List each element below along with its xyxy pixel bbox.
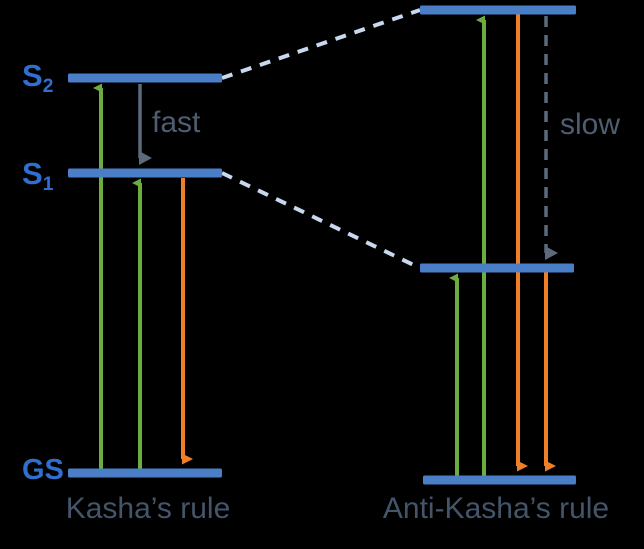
level-bar-gs-right	[423, 475, 576, 485]
panel-caption-kasha: Kasha’s rule	[65, 492, 231, 525]
level-label-gs: GS	[22, 454, 64, 486]
panel-caption-anti-kasha: Anti-Kasha’s rule	[382, 492, 610, 525]
rate-label-fast: fast	[152, 106, 201, 139]
connector-s1-to-lower	[221, 171, 421, 270]
level-bar-upper-right	[420, 5, 576, 15]
connector-s2-to-upper	[221, 8, 421, 80]
level-label-s1-text: S	[22, 156, 43, 191]
level-label-s1-subscript: 1	[42, 173, 54, 195]
panel-anti-kasha	[420, 5, 576, 485]
level-bar-s1	[68, 168, 222, 178]
level-label-s2: S2	[22, 58, 53, 96]
panel-kasha	[68, 73, 222, 478]
rate-label-slow: slow	[560, 108, 621, 141]
level-bar-gs-left	[68, 468, 222, 478]
level-label-s2-subscript: 2	[42, 75, 54, 97]
level-label-s2-text: S	[22, 58, 43, 93]
level-label-s1: S1	[22, 156, 53, 194]
level-bar-s2	[68, 73, 222, 83]
panel-connectors	[221, 8, 421, 270]
level-bar-lower-right	[420, 263, 574, 273]
